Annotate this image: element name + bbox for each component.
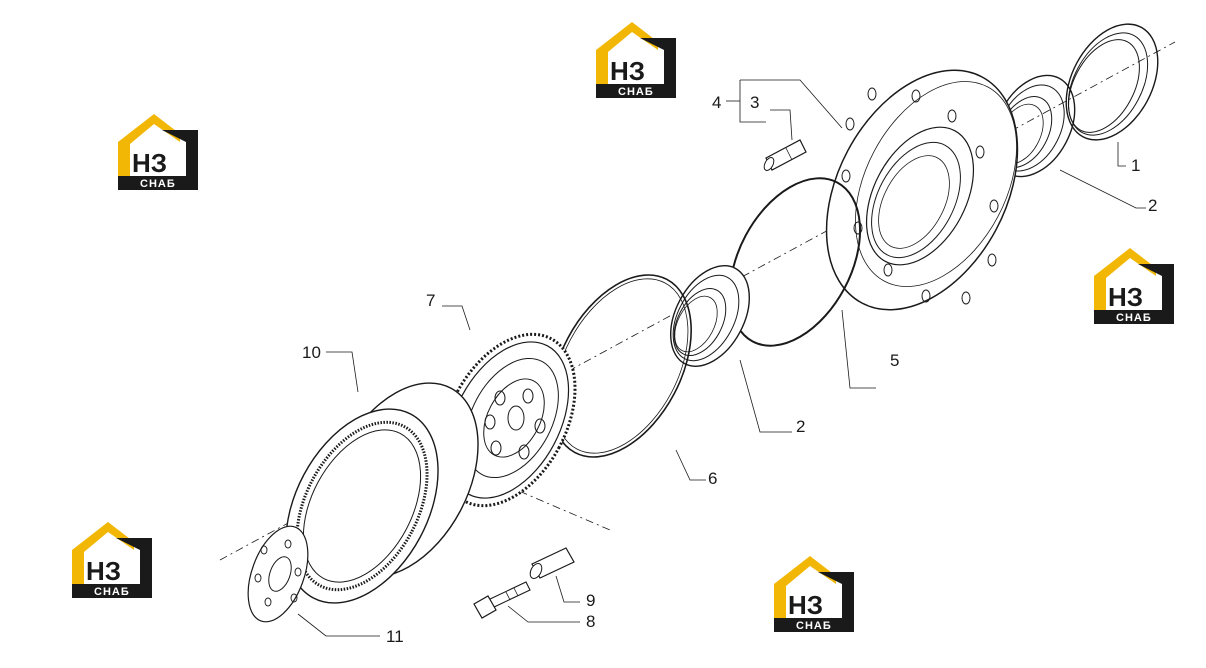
watermark-logo-2: НЗ СНАБ <box>118 114 198 190</box>
callout-10: 10 <box>302 343 321 362</box>
leader-lines <box>297 79 1146 637</box>
svg-text:СНАБ: СНАБ <box>796 620 832 632</box>
callout-5: 5 <box>890 351 899 370</box>
part-8-bolt <box>473 581 531 619</box>
part-3-stud <box>763 139 807 171</box>
callout-1: 1 <box>1131 156 1140 175</box>
part-6-snap-ring <box>550 274 692 458</box>
watermark-logo-5: НЗ СНАБ <box>774 556 854 632</box>
part-1-seal-ring <box>1065 23 1159 141</box>
part-2-bearing-lower <box>670 265 750 367</box>
part-5-o-ring <box>728 177 862 347</box>
callout-4: 4 <box>712 93 721 112</box>
part-10-ring-gear <box>285 382 479 604</box>
callout-11: 11 <box>386 627 404 646</box>
callout-3: 3 <box>750 93 759 112</box>
svg-text:НЗ: НЗ <box>1108 282 1143 312</box>
callout-9: 9 <box>586 591 595 610</box>
svg-text:НЗ: НЗ <box>132 148 167 178</box>
watermark-logo-3: НЗ СНАБ <box>1094 248 1174 324</box>
svg-text:НЗ: НЗ <box>788 590 823 620</box>
watermark-logo-4: НЗ СНАБ <box>72 522 152 598</box>
wheel-hub <box>825 69 1019 311</box>
callout-8: 8 <box>586 612 595 631</box>
svg-text:СНАБ: СНАБ <box>1116 312 1152 324</box>
svg-text:СНАБ: СНАБ <box>140 178 176 190</box>
callout-6: 6 <box>708 469 717 488</box>
svg-text:СНАБ: СНАБ <box>618 86 654 98</box>
part-11-thrust-washer <box>247 525 309 623</box>
callout-2-lower: 2 <box>796 417 805 436</box>
callout-7: 7 <box>426 291 435 310</box>
svg-text:СНАБ: СНАБ <box>94 586 130 598</box>
svg-text:НЗ: НЗ <box>86 556 121 586</box>
svg-text:НЗ: НЗ <box>610 56 645 86</box>
part-9-pin <box>529 547 575 579</box>
callout-2-upper: 2 <box>1148 196 1157 215</box>
watermark-logo-1: НЗ СНАБ <box>596 22 676 98</box>
